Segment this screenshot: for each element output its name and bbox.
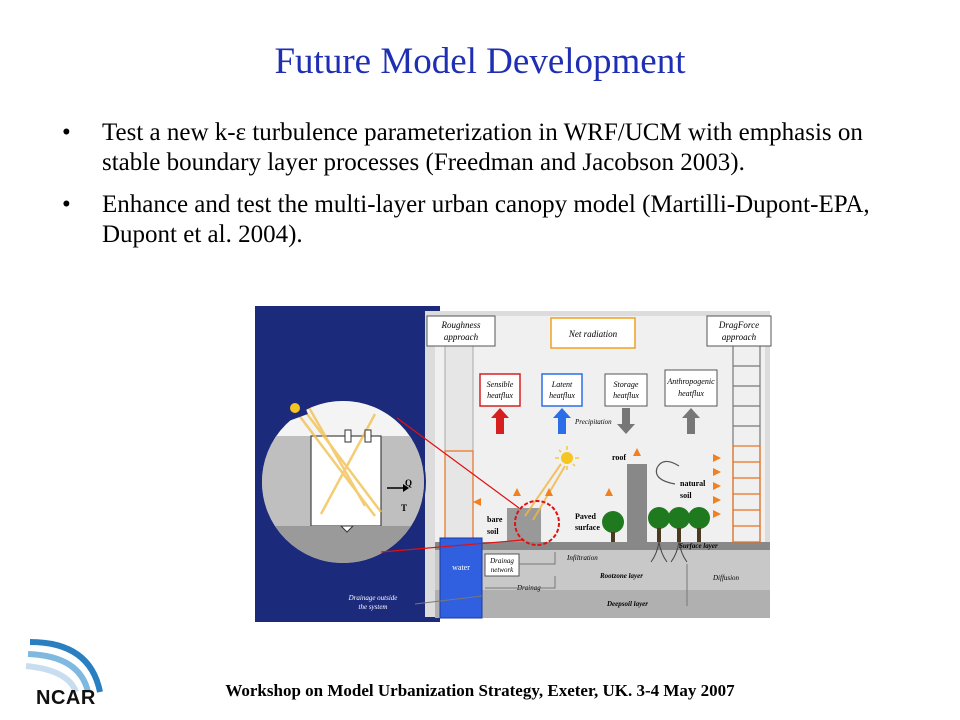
svg-text:heatflux: heatflux (678, 389, 704, 398)
sun-icon (555, 446, 579, 470)
svg-text:Drainag: Drainag (489, 557, 514, 565)
roughness-label: Roughness (441, 320, 481, 330)
ncar-logo-text: NCAR (36, 687, 96, 709)
net-radiation-box (550, 317, 636, 349)
svg-text:roof: roof (612, 453, 626, 462)
tall-building (627, 464, 647, 542)
svg-text:Anthropogenic: Anthropogenic (666, 377, 715, 386)
building (507, 508, 541, 542)
roughness-box (426, 315, 496, 347)
bullet-item: Enhance and test the multi-layer urban c… (62, 190, 902, 250)
storage-box (604, 373, 648, 407)
anthropogenic-box (664, 369, 718, 407)
bullet-item: Test a new k-ε turbulence parameterizati… (62, 118, 902, 178)
tree-roots (650, 541, 688, 563)
svg-text:natural: natural (680, 479, 706, 488)
sensible-arrow (491, 408, 509, 434)
slide-title: Future Model Development (274, 41, 686, 82)
svg-text:soil: soil (487, 527, 499, 536)
dragforce-label: approach (722, 332, 757, 342)
svg-text:surface: surface (575, 523, 600, 532)
deepsoil-band (435, 590, 770, 618)
urban-canopy-diagram: Roughness approach Net radiation DragFor… (255, 306, 772, 622)
ncar-logo (25, 639, 103, 694)
svg-text:heatflux: heatflux (487, 391, 513, 400)
svg-text:network: network (491, 566, 514, 574)
svg-text:bare: bare (487, 515, 503, 524)
svg-text:T: T (401, 503, 407, 513)
ground-surface-band (435, 542, 770, 550)
latent-box (541, 373, 583, 407)
svg-text:heatflux: heatflux (613, 391, 639, 400)
dragforce-box (706, 315, 772, 347)
storage-arrow (617, 408, 635, 434)
svg-text:Storage: Storage (614, 380, 639, 389)
anthropogenic-arrow (682, 408, 700, 434)
svg-text:Precipitation: Precipitation (574, 418, 612, 426)
latent-arrow (553, 408, 571, 434)
svg-text:Deepsoil layer: Deepsoil layer (606, 600, 648, 608)
net-radiation-label: Net radiation (568, 329, 618, 339)
tree-icon (648, 507, 670, 542)
zoom-line (396, 417, 520, 509)
svg-text:heatflux: heatflux (549, 391, 575, 400)
svg-text:Latent: Latent (551, 380, 573, 389)
roughness-label: approach (444, 332, 479, 342)
logo-arc (25, 663, 79, 694)
water-tank (439, 537, 483, 619)
swirl-arrow (655, 460, 680, 485)
svg-text:soil: soil (680, 491, 692, 500)
svg-text:Sensible: Sensible (487, 380, 514, 389)
bullet-list: Test a new k-ε turbulence parameterizati… (62, 118, 902, 262)
tree-icon (688, 507, 710, 542)
svg-text:Drainage outside: Drainage outside (348, 594, 398, 602)
svg-text:Rootzone layer: Rootzone layer (599, 572, 643, 580)
tree-icon (668, 507, 690, 542)
sun-icon (290, 403, 300, 413)
footer-text: Workshop on Model Urbanization Strategy,… (225, 681, 735, 700)
highlight-circle (514, 500, 560, 546)
svg-text:Paved: Paved (575, 512, 596, 521)
svg-text:water: water (452, 563, 470, 572)
logo-arc (29, 639, 103, 693)
svg-text:Surface layer: Surface layer (679, 542, 718, 550)
logo-arc (27, 651, 91, 693)
sensible-box (479, 373, 521, 407)
tree-icon (602, 511, 624, 542)
drainage-network-box (484, 553, 520, 577)
svg-text:Infiltration: Infiltration (566, 554, 598, 562)
svg-text:Diffusion: Diffusion (712, 574, 740, 582)
svg-text:Q: Q (405, 478, 412, 488)
svg-text:the system: the system (359, 603, 388, 611)
dragforce-label: DragForce (718, 320, 759, 330)
zoom-line (380, 539, 524, 553)
